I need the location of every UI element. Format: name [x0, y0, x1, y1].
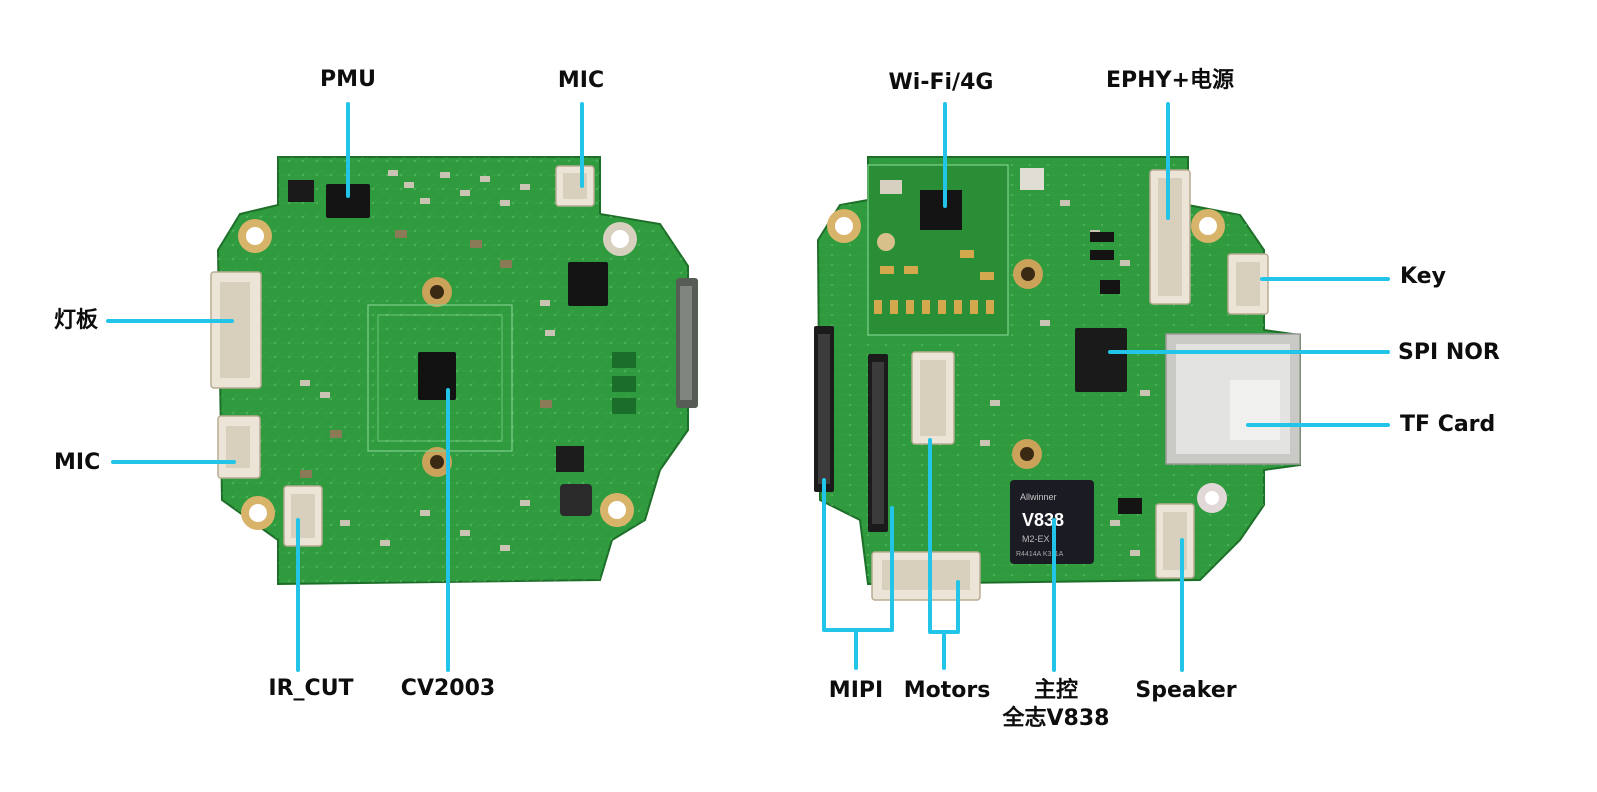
wifi-4g-module — [867, 164, 1009, 336]
label-mic-left: MIC — [54, 450, 101, 475]
light-board-connector — [210, 271, 262, 389]
motor-connector — [871, 551, 981, 601]
label-pmu: PMU — [320, 67, 376, 92]
soc-sub-text: M2-EX — [1022, 534, 1050, 544]
soc-brand-text: Allwinner — [1020, 492, 1057, 502]
mounting-hole — [603, 222, 637, 256]
callout-mipi — [822, 478, 894, 670]
soc-chip — [418, 352, 456, 400]
right-pcb: Allwinner V838 M2-EX R4414A K311A — [814, 156, 1301, 601]
label-ephy-power: EPHY+电源 — [1106, 68, 1234, 93]
label-motors: Motors — [903, 678, 991, 703]
pmu-chip — [326, 184, 370, 218]
mic-connector-top — [555, 165, 595, 207]
left-pcb — [210, 156, 698, 586]
label-speaker: Speaker — [1135, 678, 1237, 703]
mounting-hole — [238, 219, 272, 253]
soc-code-text: R4414A K311A — [1016, 551, 1064, 558]
label-tf-card: TF Card — [1400, 412, 1496, 437]
label-spi-nor: SPI NOR — [1398, 340, 1500, 365]
callout-motors — [928, 438, 960, 670]
mipi-connector — [868, 354, 888, 532]
label-main-ctrl-line1: 主控 — [1033, 678, 1079, 703]
mic-connector-left — [217, 415, 261, 479]
label-mic-top: MIC — [557, 68, 605, 93]
label-cv2003: CV2003 — [400, 676, 496, 701]
mipi-connector — [814, 326, 834, 492]
mounting-hole — [600, 493, 634, 527]
callout-lines — [106, 102, 1390, 672]
spi-nor-chip — [1075, 328, 1127, 392]
label-main-ctrl-line2: 全志V838 — [1002, 706, 1110, 731]
label-key: Key — [1400, 264, 1446, 289]
tf-card-slot — [1165, 333, 1301, 465]
label-wifi-4g: Wi-Fi/4G — [888, 70, 994, 95]
ephy-power-connector — [1149, 169, 1191, 305]
label-mipi: MIPI — [828, 678, 884, 703]
label-light-board: 灯板 — [54, 308, 99, 333]
soc-model-text: V838 — [1022, 510, 1064, 530]
motor-connector — [911, 351, 955, 445]
label-ir-cut: IR_CUT — [268, 676, 354, 701]
key-connector — [1227, 253, 1269, 315]
mounting-hole — [241, 496, 275, 530]
speaker-connector — [1155, 503, 1195, 579]
ir-cut-connector — [283, 485, 323, 547]
